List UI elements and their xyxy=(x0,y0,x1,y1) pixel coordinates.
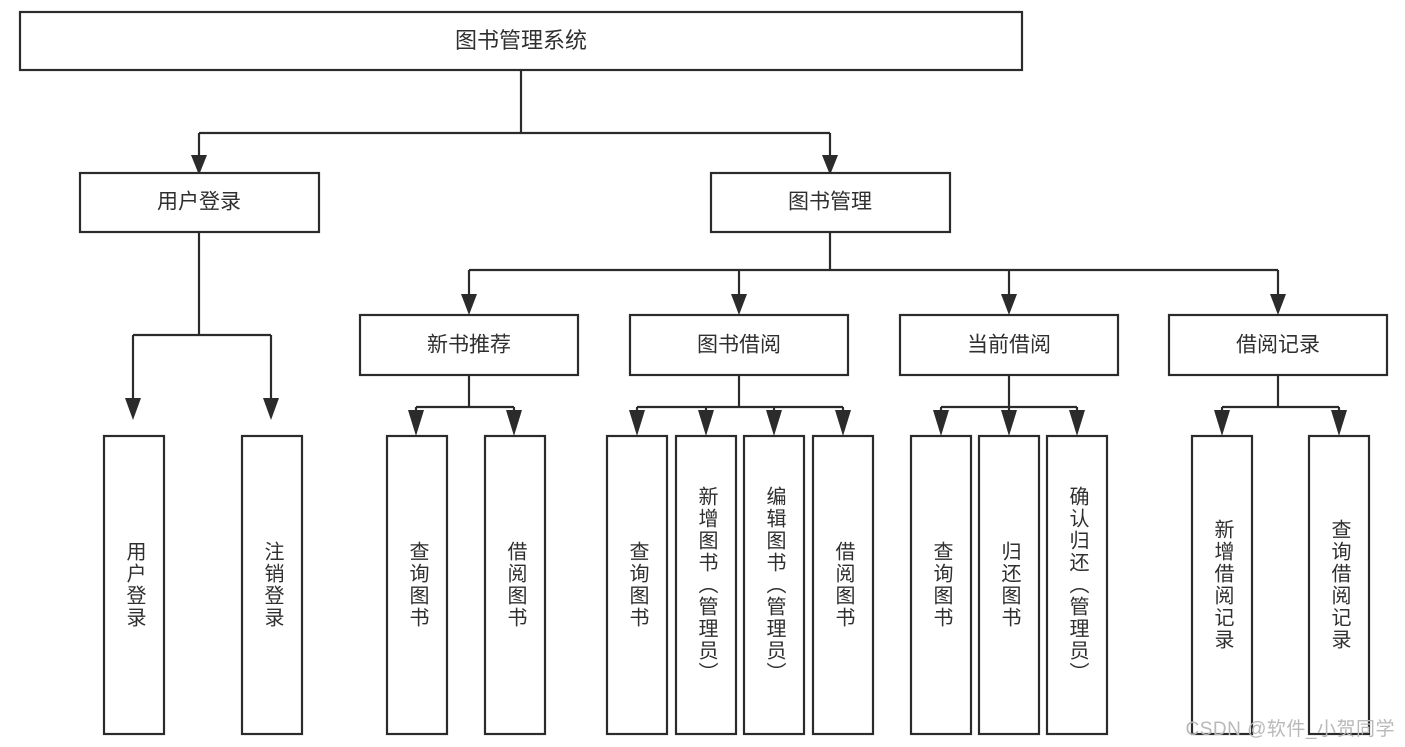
arrow-leaf-borrow-book-2 xyxy=(835,410,851,436)
arrow-to-user-login xyxy=(191,155,207,175)
leaf-box-borrow-book-1[interactable] xyxy=(483,434,547,736)
node-root[interactable]: 图书管理系统 xyxy=(18,10,1024,72)
node-borrow-record-label: 借阅记录 xyxy=(1236,334,1320,357)
leaf-box-edit-book[interactable] xyxy=(742,434,806,736)
connector-layer xyxy=(125,70,1347,436)
leaf-box-query-book-1[interactable] xyxy=(385,434,449,736)
arrow-to-book-borrow xyxy=(731,294,747,315)
leaf-box-query-book-2[interactable] xyxy=(605,434,669,736)
node-new-book-recommend-label: 新书推荐 xyxy=(427,334,511,357)
node-root-label: 图书管理系统 xyxy=(455,28,587,53)
leaf-box-return-book[interactable] xyxy=(977,434,1041,736)
leaf-box-borrow-book-2[interactable] xyxy=(811,434,875,736)
arrow-leaf-query-book-3 xyxy=(933,410,949,436)
node-book-manage[interactable]: 图书管理 xyxy=(709,171,952,234)
node-new-book-recommend-box[interactable] xyxy=(358,313,580,377)
arrow-leaf-return-book xyxy=(1001,410,1017,436)
node-book-borrow-box[interactable] xyxy=(628,313,850,377)
arrow-leaf-query-book-2 xyxy=(629,410,645,436)
leaf-box-user-login[interactable] xyxy=(102,434,166,736)
leaf-box-query-record[interactable] xyxy=(1307,434,1371,736)
node-book-manage-label: 图书管理 xyxy=(788,191,872,214)
arrow-to-book-manage xyxy=(822,155,838,175)
leaf-box-add-book[interactable] xyxy=(674,434,738,736)
arrow-to-borrow-record xyxy=(1270,294,1286,315)
leaf-box-query-book-3[interactable] xyxy=(909,434,973,736)
node-borrow-record[interactable]: 借阅记录 xyxy=(1167,313,1389,377)
leaf-box-logout[interactable] xyxy=(240,434,304,736)
node-user-login-box[interactable] xyxy=(78,171,321,234)
arrow-leaf-edit-book xyxy=(766,410,782,436)
node-book-borrow-label: 图书借阅 xyxy=(697,334,781,357)
node-user-login-label: 用户登录 xyxy=(157,191,241,214)
csdn-watermark: CSDN @软件_小贺同学 xyxy=(1185,719,1395,740)
leaf-box-confirm-return[interactable] xyxy=(1045,434,1109,736)
arrow-leaf-query-record xyxy=(1331,410,1347,436)
arrow-leaf-user-login xyxy=(125,398,141,420)
node-new-book-recommend[interactable]: 新书推荐 xyxy=(358,313,580,377)
node-current-borrow-box[interactable] xyxy=(898,313,1120,377)
arrow-leaf-add-record xyxy=(1214,410,1230,436)
arrow-leaf-borrow-book-1 xyxy=(506,410,522,436)
node-borrow-record-box[interactable] xyxy=(1167,313,1389,377)
arrow-to-new-book-recommend xyxy=(461,294,477,315)
node-book-borrow[interactable]: 图书借阅 xyxy=(628,313,850,377)
arrow-leaf-logout xyxy=(263,398,279,420)
arrow-to-current-borrow xyxy=(1001,294,1017,315)
node-book-manage-box[interactable] xyxy=(709,171,952,234)
node-current-borrow[interactable]: 当前借阅 xyxy=(898,313,1120,377)
node-root-box[interactable] xyxy=(18,10,1024,72)
arrow-leaf-confirm-return xyxy=(1069,410,1085,436)
arrow-leaf-query-book-1 xyxy=(408,410,424,436)
leaf-box-add-record[interactable] xyxy=(1190,434,1254,736)
node-user-login[interactable]: 用户登录 xyxy=(78,171,321,234)
node-current-borrow-label: 当前借阅 xyxy=(967,334,1051,357)
arrow-leaf-add-book xyxy=(698,410,714,436)
